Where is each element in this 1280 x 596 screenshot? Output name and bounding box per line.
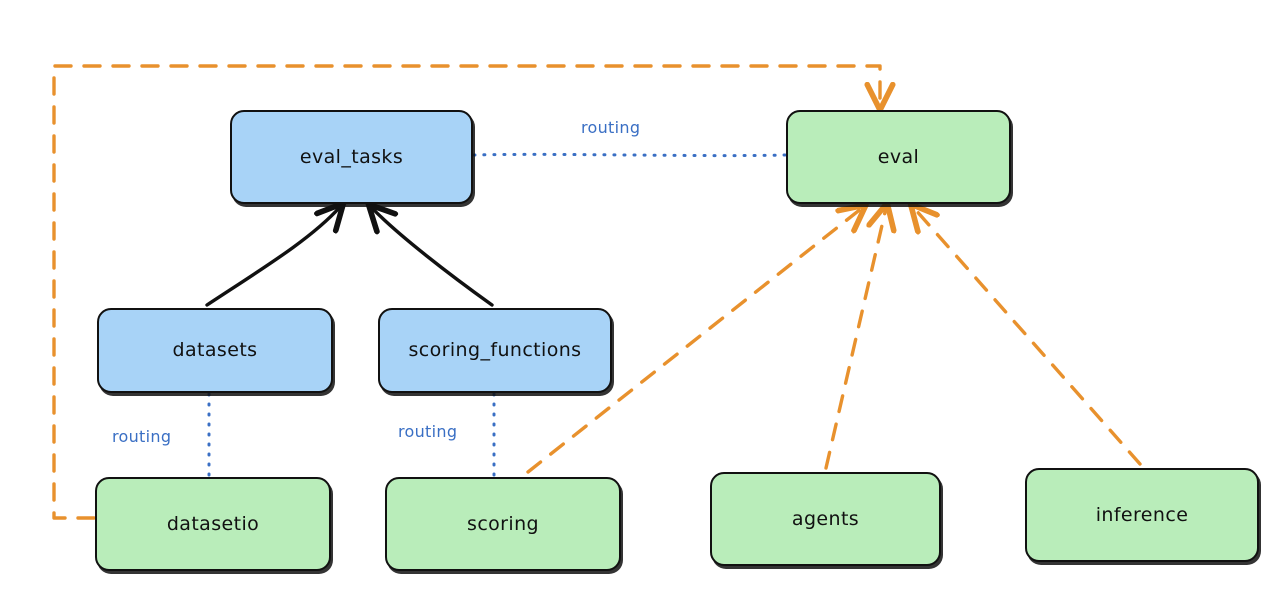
node-agents[interactable]: agents [710, 472, 941, 566]
node-scoring-functions[interactable]: scoring_functions [378, 308, 612, 393]
node-label: inference [1095, 503, 1189, 526]
node-label: scoring_functions [408, 339, 582, 362]
node-label: eval_tasks [299, 145, 404, 168]
edge-datasetio-to-eval [52, 64, 880, 520]
node-eval-tasks[interactable]: eval_tasks [230, 110, 473, 204]
node-label: agents [791, 507, 860, 530]
edge-agents-to-eval [824, 208, 886, 470]
node-label: datasets [172, 339, 258, 362]
node-inference[interactable]: inference [1025, 468, 1259, 562]
node-scoring[interactable]: scoring [385, 477, 621, 571]
node-label: eval [877, 145, 920, 168]
edge-label-routing-datasets-datasetio: routing [112, 427, 172, 446]
edge-scoring-to-eval [526, 208, 862, 474]
node-label: scoring [467, 512, 539, 535]
edge-inference-to-eval [914, 208, 1142, 466]
edge-label-routing-scoring-functions-scoring: routing [398, 422, 458, 441]
node-eval[interactable]: eval [786, 110, 1011, 204]
edge-scoring-functions-to-eval-tasks [372, 208, 494, 307]
edge-eval-tasks-to-eval [472, 152, 787, 158]
node-label: datasetio [166, 512, 260, 535]
node-datasets[interactable]: datasets [97, 308, 333, 393]
edge-datasets-to-eval-tasks [205, 207, 340, 307]
node-datasetio[interactable]: datasetio [95, 477, 331, 571]
edge-label-routing-eval-tasks-eval: routing [581, 118, 641, 137]
